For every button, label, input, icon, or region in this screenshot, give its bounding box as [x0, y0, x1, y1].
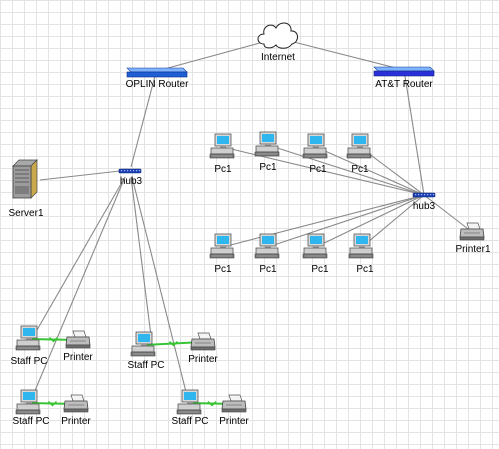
- link-hub_left-to-staff_pc_2[interactable]: [33, 176, 126, 394]
- printer-icon: [65, 330, 91, 349]
- pc-bot-2-label: Pc1: [259, 264, 277, 275]
- staff-printer-2-node[interactable]: [63, 394, 89, 413]
- internet-node[interactable]: [257, 22, 298, 49]
- pc-bot-4-node[interactable]: [348, 233, 374, 259]
- pc-top-2-node[interactable]: [254, 131, 280, 157]
- pc-top-4-node[interactable]: [346, 133, 372, 159]
- pc-icon: [176, 389, 202, 415]
- oplin-router-label: OPLIN Router: [126, 79, 189, 90]
- staff-printer-1-node[interactable]: [65, 330, 91, 349]
- pc-icon: [209, 233, 235, 259]
- staff-pc-1-label: Staff PC: [10, 356, 47, 367]
- staff-printer-3-node[interactable]: [190, 332, 216, 351]
- link-pc_bot_2-to-hub_right[interactable]: [267, 194, 425, 248]
- staff-pc-1-node[interactable]: [15, 325, 41, 351]
- printer-icon: [190, 332, 216, 351]
- pc-top-3-node[interactable]: [302, 133, 328, 159]
- printer1-label: Printer1: [455, 244, 490, 255]
- pc-bot-2-node[interactable]: [254, 233, 280, 259]
- server1-label: Server1: [8, 208, 43, 219]
- pc-icon: [302, 233, 328, 259]
- server-icon: [12, 159, 38, 199]
- link-pc_top_2-to-hub_right[interactable]: [267, 144, 425, 196]
- staff-pc-4-node[interactable]: [176, 389, 202, 415]
- link-pc_bot_4-to-hub_right[interactable]: [361, 194, 425, 248]
- internet-label: Internet: [261, 52, 295, 63]
- pc-icon: [346, 133, 372, 159]
- link-hub_left-to-staff_pc_4[interactable]: [131, 176, 187, 393]
- staff-printer-3-label: Printer: [188, 354, 218, 365]
- staff-pc-3-label: Staff PC: [127, 360, 164, 371]
- staff-pc-2-label: Staff PC: [12, 416, 49, 427]
- cloud-icon: [257, 22, 298, 49]
- link-oplin_router-to-hub_left[interactable]: [130, 75, 156, 168]
- att-router-node[interactable]: [373, 66, 435, 77]
- links-layer: [28, 37, 473, 407]
- pc-bot-1-node[interactable]: [209, 233, 235, 259]
- hub-icon: [412, 192, 436, 198]
- pc-icon: [302, 133, 328, 159]
- printer-icon: [63, 394, 89, 413]
- pc-icon: [15, 389, 41, 415]
- printer-icon: [221, 394, 247, 413]
- wireless-zigzag-icon: [168, 340, 179, 347]
- pc-bot-3-label: Pc1: [311, 264, 329, 275]
- pc-icon: [254, 233, 280, 259]
- pc-bot-1-label: Pc1: [214, 264, 232, 275]
- pc-bot-4-label: Pc1: [356, 264, 374, 275]
- wireless-zigzag-icon: [48, 336, 59, 343]
- link-hub_left-to-staff_pc_3[interactable]: [130, 176, 152, 337]
- hub-icon: [118, 168, 142, 174]
- router-icon: [373, 66, 435, 77]
- link-server1-to-hub_left[interactable]: [39, 170, 121, 181]
- staff-pc-4-label: Staff PC: [171, 416, 208, 427]
- server1-node[interactable]: [12, 159, 38, 199]
- hub-left-label: hub3: [120, 176, 143, 187]
- pc-top-1-label: Pc1: [214, 164, 232, 175]
- link-internet-to-oplin_router[interactable]: [156, 37, 279, 72]
- link-hub_left-to-staff_pc_1[interactable]: [36, 176, 126, 331]
- pc-icon: [254, 131, 280, 157]
- staff-printer-2-label: Printer: [61, 416, 91, 427]
- router-icon: [126, 67, 188, 78]
- link-pc_top_3-to-hub_right[interactable]: [315, 146, 425, 196]
- hub-right-node[interactable]: [412, 192, 436, 198]
- hub-left-node[interactable]: [118, 168, 142, 174]
- hub-right-label: hub3: [413, 201, 436, 212]
- pc-icon: [209, 133, 235, 159]
- printer1-node[interactable]: [459, 222, 485, 241]
- link-pc_bot_3-to-hub_right[interactable]: [315, 194, 425, 248]
- staff-pc-3-node[interactable]: [130, 331, 156, 357]
- link-internet-to-att_router[interactable]: [277, 37, 405, 71]
- pc-bot-3-node[interactable]: [302, 233, 328, 259]
- wireless-zigzag-icon: [207, 400, 217, 407]
- staff-printer-4-label: Printer: [219, 416, 249, 427]
- link-att_router-to-hub_right[interactable]: [403, 69, 425, 196]
- printer-icon: [459, 222, 485, 241]
- staff-pc-2-node[interactable]: [15, 389, 41, 415]
- pc-icon: [130, 331, 156, 357]
- pc-top-1-node[interactable]: [209, 133, 235, 159]
- pc-icon: [15, 325, 41, 351]
- link-pc_bot_1-to-hub_right[interactable]: [222, 194, 425, 248]
- pc-top-4-label: Pc1: [351, 164, 369, 175]
- wireless-zigzag-icon: [47, 400, 58, 407]
- staff-printer-4-node[interactable]: [221, 394, 247, 413]
- staff-printer-1-label: Printer: [63, 352, 93, 363]
- pc-top-3-label: Pc1: [309, 164, 327, 175]
- pc-top-2-label: Pc1: [259, 162, 277, 173]
- oplin-router-node[interactable]: [126, 67, 188, 78]
- link-hub_right-to-printer1[interactable]: [423, 194, 473, 233]
- pc-icon: [348, 233, 374, 259]
- att-router-label: AT&T Router: [375, 79, 433, 90]
